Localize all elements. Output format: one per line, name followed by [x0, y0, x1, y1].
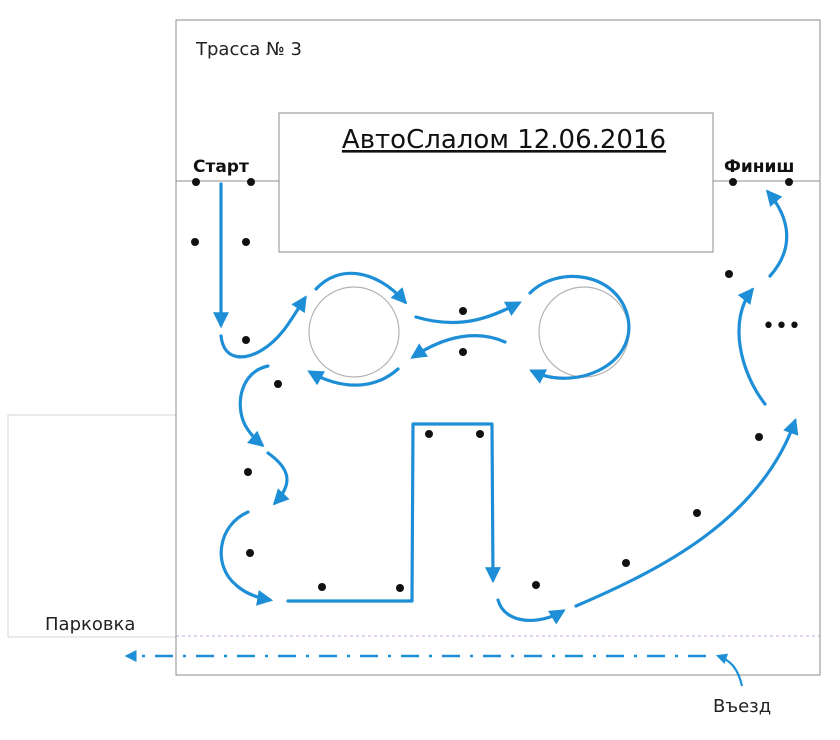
diagram-title: АвтоСлалом 12.06.2016 — [342, 125, 666, 155]
cone — [459, 348, 467, 356]
cone — [459, 307, 467, 315]
route-segment — [528, 274, 631, 384]
cones — [191, 178, 793, 592]
entry-path — [715, 653, 744, 687]
route-segment — [219, 510, 274, 606]
cone — [425, 430, 433, 438]
route-segment — [414, 301, 522, 325]
route-segment — [238, 364, 270, 448]
parking-zone-outline — [7, 414, 177, 638]
route-segment — [410, 334, 507, 359]
route-segment — [574, 417, 799, 608]
cone — [755, 433, 763, 441]
cone — [242, 336, 250, 344]
cone — [247, 178, 255, 186]
route-segment — [496, 598, 566, 625]
route-segment — [765, 189, 789, 278]
entry-label: Въезд — [713, 696, 771, 717]
route-path — [213, 182, 799, 625]
cone — [246, 549, 254, 557]
cone — [725, 270, 733, 278]
cone — [242, 238, 250, 246]
cone — [192, 178, 200, 186]
parking-label: Парковка — [45, 614, 135, 635]
cone — [191, 238, 199, 246]
left-roundabout-circle — [308, 286, 400, 378]
route-segment — [266, 451, 290, 506]
cone — [729, 178, 737, 186]
cone — [532, 581, 540, 589]
route-segment — [314, 271, 408, 305]
track-label: Трасса № 3 — [195, 39, 302, 60]
cone — [622, 559, 630, 567]
more-cones-ellipsis: ••• — [762, 314, 801, 339]
cone — [785, 178, 793, 186]
route-segment — [307, 367, 400, 387]
finish-label: Финиш — [724, 157, 794, 177]
title-box — [278, 112, 714, 253]
cone — [318, 583, 326, 591]
start-label: Старт — [193, 157, 249, 177]
cone — [693, 509, 701, 517]
cone — [244, 468, 252, 476]
cone — [274, 380, 282, 388]
track-border — [175, 19, 821, 676]
route-segment — [219, 295, 307, 359]
cone — [476, 430, 484, 438]
route-segment — [286, 422, 501, 603]
right-roundabout-circle — [538, 286, 630, 378]
route-segment — [737, 287, 767, 406]
cone — [396, 584, 404, 592]
